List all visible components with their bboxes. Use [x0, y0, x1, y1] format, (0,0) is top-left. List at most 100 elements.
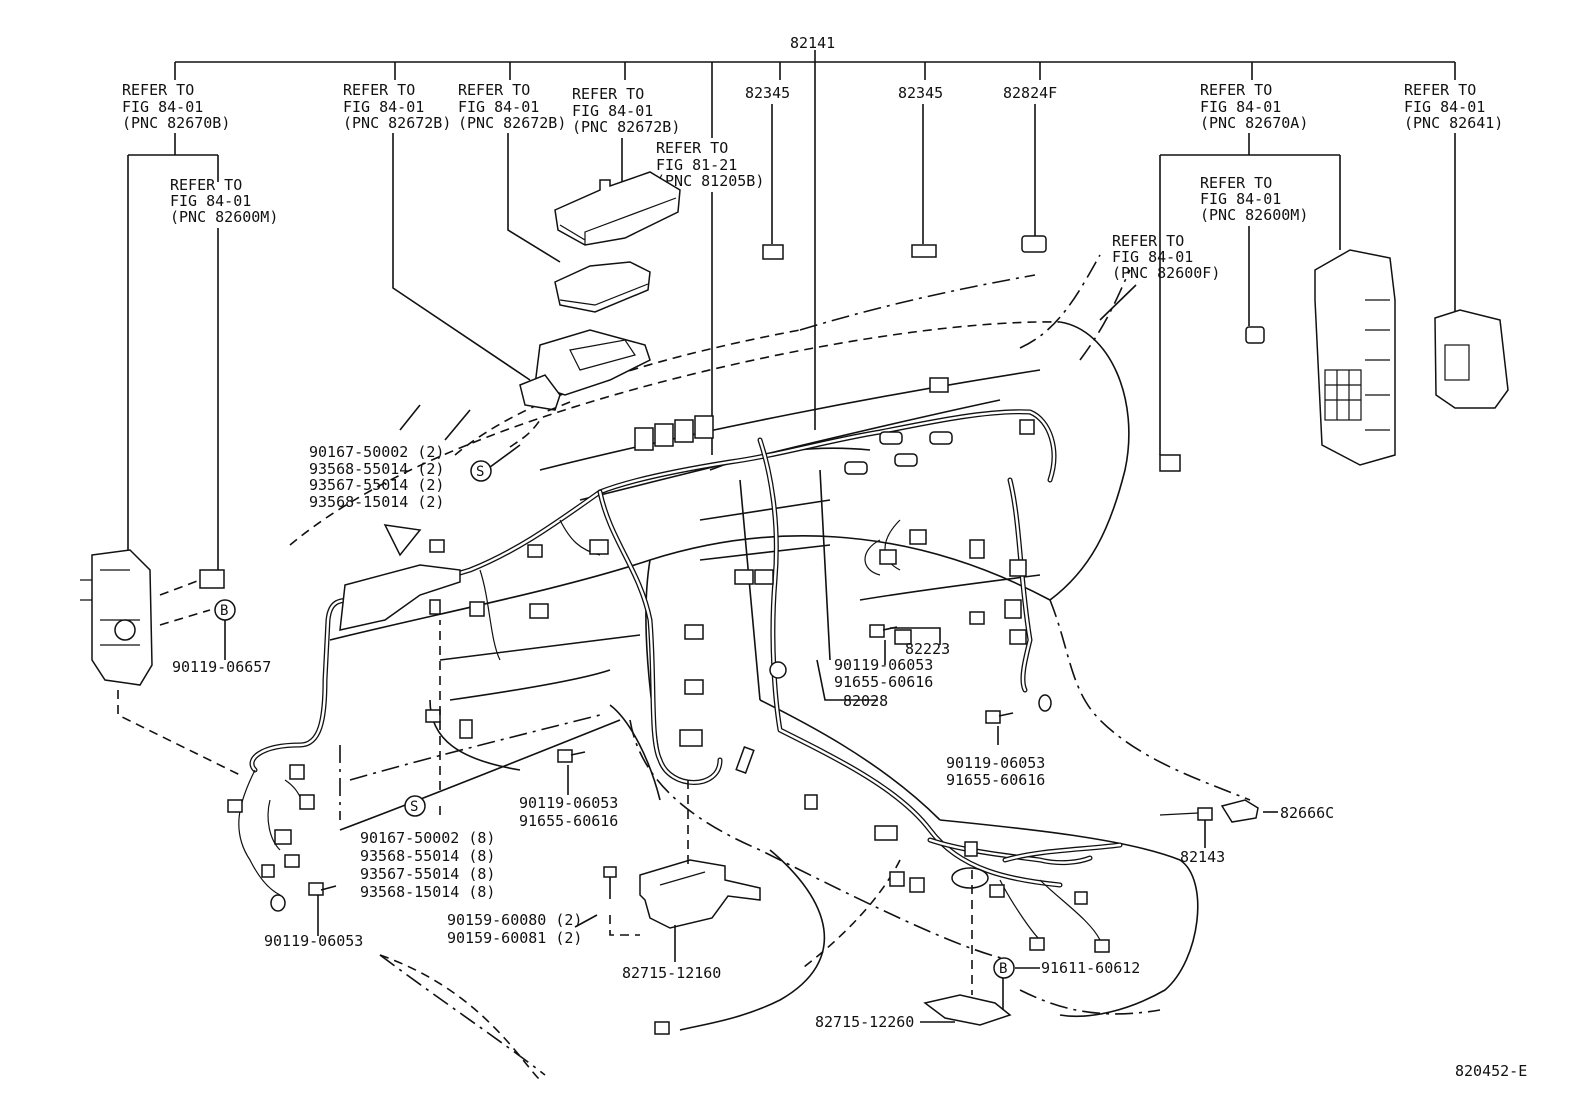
connector-82600f [1159, 454, 1181, 472]
dash-connectors [227, 377, 1110, 1035]
label-82028: 82028 [843, 692, 888, 710]
ref-82672b-1: REFER TO FIG 84-01 (PNC 82672B) [343, 81, 451, 132]
label-82141: 82141 [790, 34, 835, 52]
connector-82143 [1197, 807, 1213, 821]
svg-text:90159-60081 (2): 90159-60081 (2) [447, 929, 582, 947]
relay-block-right [1314, 249, 1396, 466]
dashboard-outline [289, 254, 1251, 1081]
connector-82666c [1220, 799, 1259, 823]
ref-82672b-2: REFER TO FIG 84-01 (PNC 82672B) [458, 81, 566, 132]
label-82143: 82143 [1180, 848, 1225, 866]
svg-text:91655-60616: 91655-60616 [519, 812, 618, 830]
svg-text:FIG 84-01: FIG 84-01 [458, 98, 539, 116]
svg-text:91655-60616: 91655-60616 [834, 673, 933, 691]
junction-block-bracket [519, 329, 651, 411]
figure-code: 820452-E [1455, 1062, 1527, 1080]
svg-text:FIG 84-01: FIG 84-01 [1112, 248, 1193, 266]
svg-text:REFER TO: REFER TO [122, 81, 194, 99]
svg-text:FIG 84-01: FIG 84-01 [122, 98, 203, 116]
symbol-s-bottom: S [404, 795, 426, 817]
svg-text:(PNC 82600F): (PNC 82600F) [1112, 264, 1220, 282]
label-82223: 82223 [905, 640, 950, 658]
svg-text:S: S [476, 464, 484, 480]
svg-text:REFER TO: REFER TO [170, 176, 242, 194]
svg-text:(PNC 82672B): (PNC 82672B) [458, 114, 566, 132]
svg-text:FIG 84-01: FIG 84-01 [1404, 98, 1485, 116]
connector-82345-b [911, 244, 937, 258]
ecu-left [80, 549, 153, 686]
svg-text:(PNC 82641): (PNC 82641) [1404, 114, 1503, 132]
label-82824f: 82824F [1003, 84, 1057, 102]
label-91611-60612: 91611-60612 [1041, 959, 1140, 977]
svg-text:S: S [410, 799, 418, 815]
svg-text:93568-15014 (2): 93568-15014 (2) [309, 493, 444, 511]
bracket-82715-12260 [923, 994, 1012, 1026]
symbol-s-top: S [470, 460, 492, 482]
label-screws-90159: 90159-60080 (2) 90159-60081 (2) [447, 911, 582, 947]
ref-82641: REFER TO FIG 84-01 (PNC 82641) [1404, 81, 1503, 132]
ref-81205b: REFER TO FIG 81-21 (PNC 81205B) [656, 139, 764, 190]
svg-text:REFER TO: REFER TO [656, 139, 728, 157]
label-82345-a: 82345 [745, 84, 790, 102]
svg-text:(PNC 82670B): (PNC 82670B) [122, 114, 230, 132]
svg-text:FIG 84-01: FIG 84-01 [343, 98, 424, 116]
svg-text:REFER TO: REFER TO [1200, 81, 1272, 99]
svg-text:B: B [999, 961, 1007, 977]
svg-text:(PNC 82600M): (PNC 82600M) [170, 208, 278, 226]
svg-text:93568-15014 (8): 93568-15014 (8) [360, 883, 495, 901]
label-90119-06053-left: 90119-06053 [264, 932, 363, 950]
svg-text:90119-06053: 90119-06053 [519, 794, 618, 812]
fuse-cover-lower [554, 261, 651, 313]
svg-text:FIG 84-01: FIG 84-01 [1200, 98, 1281, 116]
ref-82600m-right: REFER TO FIG 84-01 (PNC 82600M) [1200, 174, 1308, 224]
symbol-b-right: B [993, 957, 1015, 979]
connector-right-82600m [1245, 326, 1265, 344]
svg-text:REFER TO: REFER TO [1404, 81, 1476, 99]
svg-text:90119-06053: 90119-06053 [946, 754, 1045, 772]
bolt-90119-06053-upper [869, 624, 898, 638]
label-82715-12260: 82715-12260 [815, 1013, 914, 1031]
label-leaders [224, 620, 1278, 1023]
label-82666c: 82666C [1280, 804, 1334, 822]
connector-82345-a [762, 244, 784, 260]
svg-text:90159-60080 (2): 90159-60080 (2) [447, 911, 582, 929]
svg-text:REFER TO: REFER TO [343, 81, 415, 99]
svg-text:FIG 84-01: FIG 84-01 [572, 102, 653, 120]
svg-text:93567-55014 (2): 93567-55014 (2) [309, 476, 444, 494]
component-shapes [80, 171, 1509, 1035]
label-82345-b: 82345 [898, 84, 943, 102]
main-harness-path [238, 409, 1199, 941]
label-82715-12160: 82715-12160 [622, 964, 721, 982]
bracket-82715-12160 [639, 859, 761, 929]
clamp-group-bottom: 90167-50002 (8) 93568-55014 (8) 93567-55… [360, 829, 495, 901]
svg-text:93568-55014 (8): 93568-55014 (8) [360, 847, 495, 865]
svg-text:90119-06053: 90119-06053 [834, 656, 933, 674]
connector-82824f [1021, 235, 1047, 253]
fuse-cover-upper [554, 171, 681, 246]
connector-left-82600m [199, 569, 225, 589]
label-90119-06657: 90119-06657 [172, 658, 271, 676]
ref-82672b-3: REFER TO FIG 84-01 (PNC 82672B) [572, 85, 680, 136]
label-bolt-pair-right: 90119-06053 91655-60616 [946, 754, 1045, 789]
label-bolt-pair-upper: 90119-06053 91655-60616 [834, 656, 933, 691]
dashed-leaders [117, 401, 973, 995]
svg-text:REFER TO: REFER TO [572, 85, 644, 103]
svg-text:90167-50002 (2): 90167-50002 (2) [309, 443, 444, 461]
screw-90159 [603, 866, 617, 899]
svg-text:REFER TO: REFER TO [1112, 232, 1184, 250]
label-bolt-pair-center: 90119-06053 91655-60616 [519, 794, 618, 830]
svg-text:(PNC 82672B): (PNC 82672B) [572, 118, 680, 136]
reference-leaders [127, 62, 1456, 570]
svg-text:(PNC 82600M): (PNC 82600M) [1200, 206, 1308, 224]
svg-text:91655-60616: 91655-60616 [946, 771, 1045, 789]
svg-text:90167-50002 (8): 90167-50002 (8) [360, 829, 495, 847]
bolt-90119-06053-left-bottom [308, 882, 337, 896]
control-unit-82641 [1434, 309, 1509, 409]
svg-text:B: B [220, 603, 228, 619]
svg-text:FIG 84-01: FIG 84-01 [170, 192, 251, 210]
svg-text:(PNC 81205B): (PNC 81205B) [656, 172, 764, 190]
ref-82670b: REFER TO FIG 84-01 (PNC 82670B) [122, 81, 230, 132]
svg-text:93568-55014 (2): 93568-55014 (2) [309, 460, 444, 478]
ref-82600f: REFER TO FIG 84-01 (PNC 82600F) [1112, 232, 1220, 282]
